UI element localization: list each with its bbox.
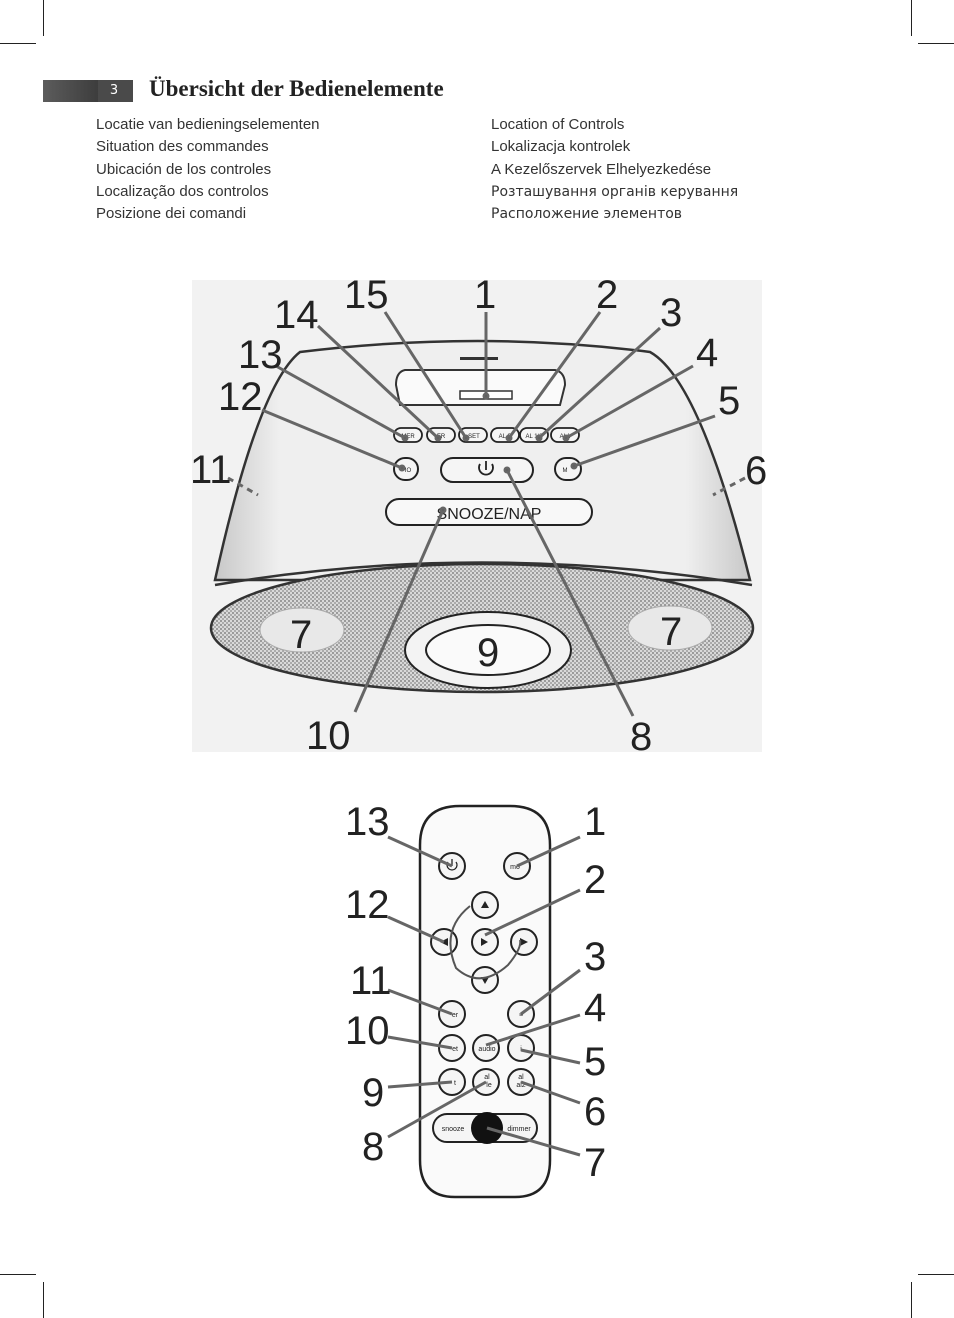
power-button[interactable] — [440, 457, 534, 483]
remote-callout-1: 1 — [584, 800, 606, 844]
subtitle-fr: Situation des commandes — [96, 138, 269, 156]
crop-mark — [918, 43, 954, 44]
svg-text:SET: SET — [468, 434, 480, 440]
subtitle-es: Ubicación de los controles — [96, 160, 272, 178]
callout-10: 10 — [306, 714, 351, 758]
callout-4: 4 — [696, 331, 718, 375]
subtitle-nl: Locatie van bedieningselementen — [96, 116, 320, 133]
svg-text:audio: audio — [478, 1046, 495, 1053]
device-callouts: 1 2 3 4 5 6 7 7 8 9 10 11 12 13 14 15 — [190, 273, 767, 759]
svg-text:SNOOZE/NAP: SNOOZE/NAP — [437, 506, 542, 523]
remote-callout-5: 5 — [584, 1040, 606, 1084]
svg-text:al2: al2 — [516, 1082, 525, 1089]
svg-text:AL S: AL S — [499, 434, 512, 440]
remote-callouts: 13 12 11 10 9 8 1 2 3 4 5 6 7 — [345, 800, 606, 1185]
svg-text:mo: mo — [510, 864, 520, 871]
remote-callout-8: 8 — [362, 1125, 384, 1169]
remote-callout-2: 2 — [584, 858, 606, 902]
play-pause-icon — [481, 938, 488, 946]
subtitle-en: Location of Controls — [491, 116, 625, 133]
remote-callout-9: 9 — [362, 1071, 384, 1115]
svg-text:M: M — [563, 468, 568, 474]
remote-callout-13: 13 — [345, 800, 390, 844]
svg-text:AL 1/2: AL 1/2 — [525, 434, 543, 440]
callout-7-right: 7 — [660, 610, 682, 654]
callout-11: 11 — [190, 448, 232, 492]
menu-icon: ≡ — [519, 1012, 523, 1019]
svg-text:er: er — [452, 1012, 459, 1019]
speaker-left — [259, 607, 345, 653]
svg-text:al: al — [484, 1074, 490, 1081]
power-icon — [478, 461, 494, 476]
subtitle-it: Posizione dei comandi — [96, 205, 247, 223]
remote-leader-lines — [387, 835, 581, 1157]
page-number: 3 — [109, 83, 119, 98]
device-illustration: MER ER SET AL S AL 1/2 AL1 IO M SNOOZE/N… — [190, 273, 767, 759]
page-title: Übersicht der Bedienelemente — [149, 76, 444, 101]
radio-button[interactable] — [393, 457, 419, 481]
callout-14: 14 — [274, 293, 319, 337]
crop-mark — [918, 1274, 954, 1275]
next-icon — [520, 938, 528, 946]
callout-2: 2 — [596, 273, 618, 317]
svg-text:dimmer: dimmer — [507, 1126, 531, 1133]
callout-3: 3 — [660, 291, 682, 335]
subtitles-left: Locatie van bedieningselementen Situatio… — [96, 114, 320, 225]
remote-callout-7: 7 — [584, 1141, 606, 1185]
subtitle-ru: Расположение элементов — [491, 206, 683, 223]
svg-text:et: et — [452, 1046, 458, 1053]
callout-15: 15 — [344, 273, 389, 317]
mode-button[interactable] — [554, 457, 582, 481]
callout-8: 8 — [630, 715, 652, 759]
callout-7-left: 7 — [290, 613, 312, 657]
display-panel — [425, 624, 551, 676]
crop-mark — [911, 0, 912, 36]
callout-13: 13 — [238, 333, 283, 377]
remote-callout-10: 10 — [345, 1009, 390, 1053]
remote-callout-6: 6 — [584, 1090, 606, 1134]
crop-mark — [0, 1274, 36, 1275]
subtitle-hu: A Kezelőszervek Elhelyezkedése — [491, 160, 712, 178]
callout-9: 9 — [477, 631, 499, 675]
up-arrow-icon — [481, 901, 489, 908]
sleep-timer-button[interactable] — [426, 427, 456, 443]
crop-mark — [43, 1282, 44, 1318]
crop-mark — [911, 1282, 912, 1318]
svg-text:t: t — [454, 1080, 456, 1087]
remote-callout-4: 4 — [584, 986, 606, 1030]
remote-illustration: mo er ≡ et audio i t al le al al2 snooze… — [345, 800, 606, 1199]
callout-6: 6 — [745, 449, 767, 493]
svg-text:le: le — [486, 1082, 492, 1089]
remote-callout-12: 12 — [345, 883, 390, 927]
svg-text:IO: IO — [405, 468, 412, 474]
crop-mark — [43, 0, 44, 36]
crop-mark — [0, 43, 36, 44]
svg-text:snooze: snooze — [442, 1126, 465, 1133]
snooze-nap-button[interactable] — [385, 498, 593, 526]
speaker-right — [627, 605, 713, 651]
subtitle-uk: Розташування органів керування — [491, 183, 739, 200]
subtitle-pt: Localização dos controlos — [96, 182, 269, 200]
timer-button[interactable] — [393, 427, 423, 443]
callout-12: 12 — [218, 375, 263, 419]
svg-text:al: al — [518, 1074, 524, 1081]
remote-callout-3: 3 — [584, 935, 606, 979]
header-bar — [43, 80, 133, 102]
device-leader-lines — [227, 311, 746, 717]
remote-callout-11: 11 — [350, 959, 392, 1003]
callout-5: 5 — [718, 379, 740, 423]
subtitles-right: Location of Controls Lokalizacja kontrol… — [491, 114, 738, 225]
subtitle-pl: Lokalizacja kontrolek — [491, 138, 631, 156]
callout-1: 1 — [474, 273, 496, 317]
